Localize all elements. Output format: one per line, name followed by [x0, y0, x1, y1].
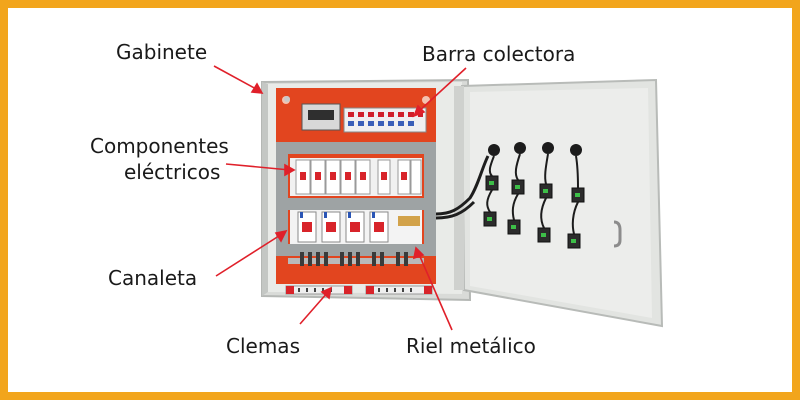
label-clemas: Clemas	[226, 334, 300, 358]
terminal-blocks	[285, 285, 433, 295]
label-riel-metalico: Riel metálico	[406, 334, 536, 358]
terminal-rail	[288, 252, 424, 266]
label-canaleta: Canaleta	[108, 266, 198, 290]
busbar-area	[301, 103, 427, 133]
annotation-arrows	[213, 65, 467, 331]
cabinet-door	[454, 78, 664, 328]
wiring-harness	[435, 155, 490, 220]
door-devices	[483, 142, 585, 249]
label-componentes-line1: Componentes	[90, 134, 229, 158]
screw-icon	[284, 96, 290, 102]
contactors-row	[290, 210, 422, 244]
label-gabinete: Gabinete	[116, 40, 208, 64]
label-componentes-line2: eléctricos	[124, 160, 221, 184]
label-barra-colectora: Barra colectora	[422, 42, 576, 66]
breakers-row	[290, 158, 422, 196]
